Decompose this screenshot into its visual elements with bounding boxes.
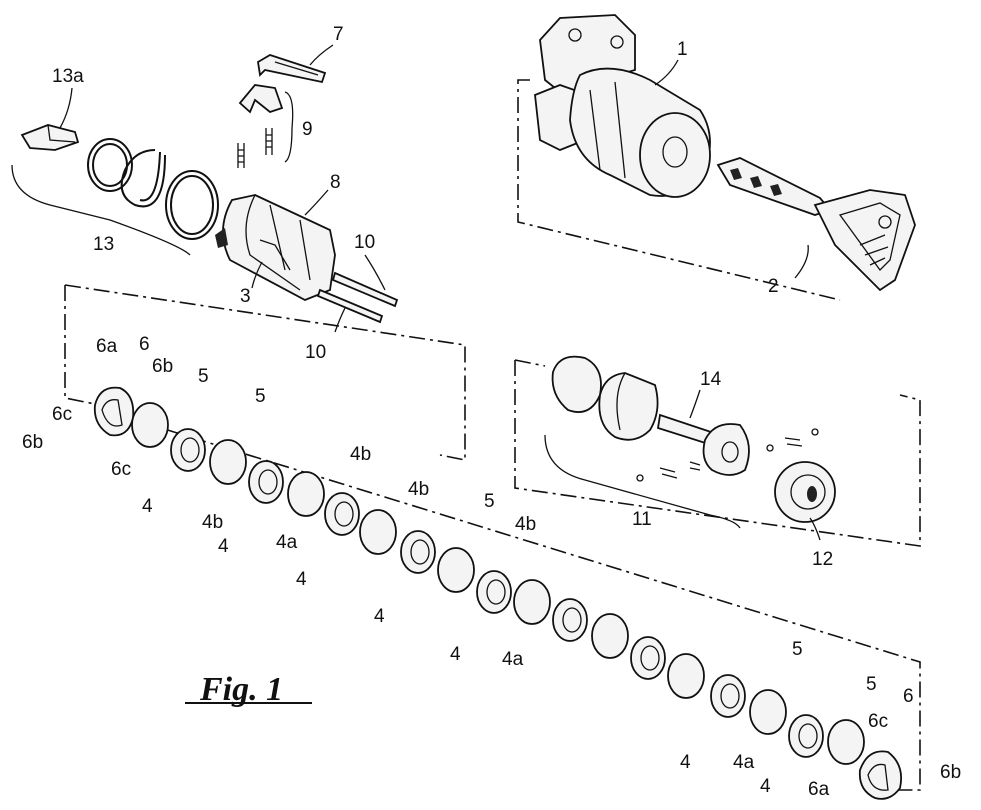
lock-insert-part-11: [544, 355, 819, 529]
label-9: 9: [302, 119, 313, 140]
label-1: 1: [677, 39, 688, 60]
label-14: 14: [700, 369, 722, 390]
label-4-e: 4: [450, 644, 461, 665]
label-5-c: 5: [484, 491, 495, 512]
label-4-f: 4: [680, 752, 691, 773]
disc-row: [131, 402, 865, 765]
label-6b-left: 6b: [22, 432, 43, 453]
label-5-a: 5: [198, 366, 209, 387]
figure-caption-group: Fig. 1: [185, 671, 312, 708]
label-4b-b: 4b: [350, 444, 371, 465]
group-boundary-lines: [64, 79, 921, 791]
label-8: 8: [330, 172, 341, 193]
label-4b-a: 4b: [202, 512, 223, 533]
end-plate-6-top: [93, 386, 135, 437]
label-6b-right: 6b: [940, 762, 961, 783]
label-7: 7: [333, 24, 344, 45]
label-13: 13: [93, 234, 114, 255]
label-4a-c: 4a: [733, 752, 755, 773]
label-11: 11: [632, 509, 652, 530]
lock-face-part-12: [774, 461, 836, 523]
label-4-d: 4: [374, 606, 385, 627]
label-6c-left: 6c: [52, 404, 72, 425]
label-6a-bottom: 6a: [808, 779, 830, 800]
tumbler-part-9: [237, 84, 294, 168]
label-5-e: 5: [866, 674, 877, 695]
label-5-d: 5: [792, 639, 803, 660]
key-part-2: [716, 157, 916, 292]
pins-part-10: [316, 271, 399, 324]
label-4a-b: 4a: [502, 649, 524, 670]
label-6c-right: 6c: [868, 711, 888, 732]
label-4b-d: 4b: [515, 514, 536, 535]
label-6-top: 6: [139, 334, 150, 355]
disc-stack: [93, 386, 903, 800]
label-4b-c: 4b: [408, 479, 429, 500]
label-4-b: 4: [218, 536, 229, 557]
retaining-ring-part-13: [11, 124, 219, 256]
label-6a-top: 6a: [96, 336, 118, 357]
label-6-right: 6: [903, 686, 914, 707]
label-2: 2: [768, 276, 779, 297]
label-4-a: 4: [142, 496, 153, 517]
label-12: 12: [812, 549, 833, 570]
label-5-b: 5: [255, 386, 266, 407]
label-10-lower: 10: [305, 342, 326, 363]
label-10-upper: 10: [354, 232, 375, 253]
label-6b-top: 6b: [152, 356, 173, 377]
reference-labels: 1 2 3 7 8 9 10 10 11 12 13 13a 14 6 6a 6…: [22, 24, 961, 800]
label-6c-bottom: 6c: [111, 459, 131, 480]
end-plate-6-bottom: [858, 750, 903, 800]
label-3: 3: [240, 286, 251, 307]
label-4a-a: 4a: [276, 532, 298, 553]
slider-part-7: [257, 54, 327, 84]
leader-lines: [59, 44, 821, 541]
label-4-c: 4: [296, 569, 307, 590]
label-13a: 13a: [52, 66, 84, 87]
rotor-sleeve-part-3-8: [215, 194, 336, 301]
figure-caption: Fig. 1: [199, 671, 283, 708]
label-4-g: 4: [760, 776, 771, 797]
lock-housing-part-1: [534, 14, 711, 198]
